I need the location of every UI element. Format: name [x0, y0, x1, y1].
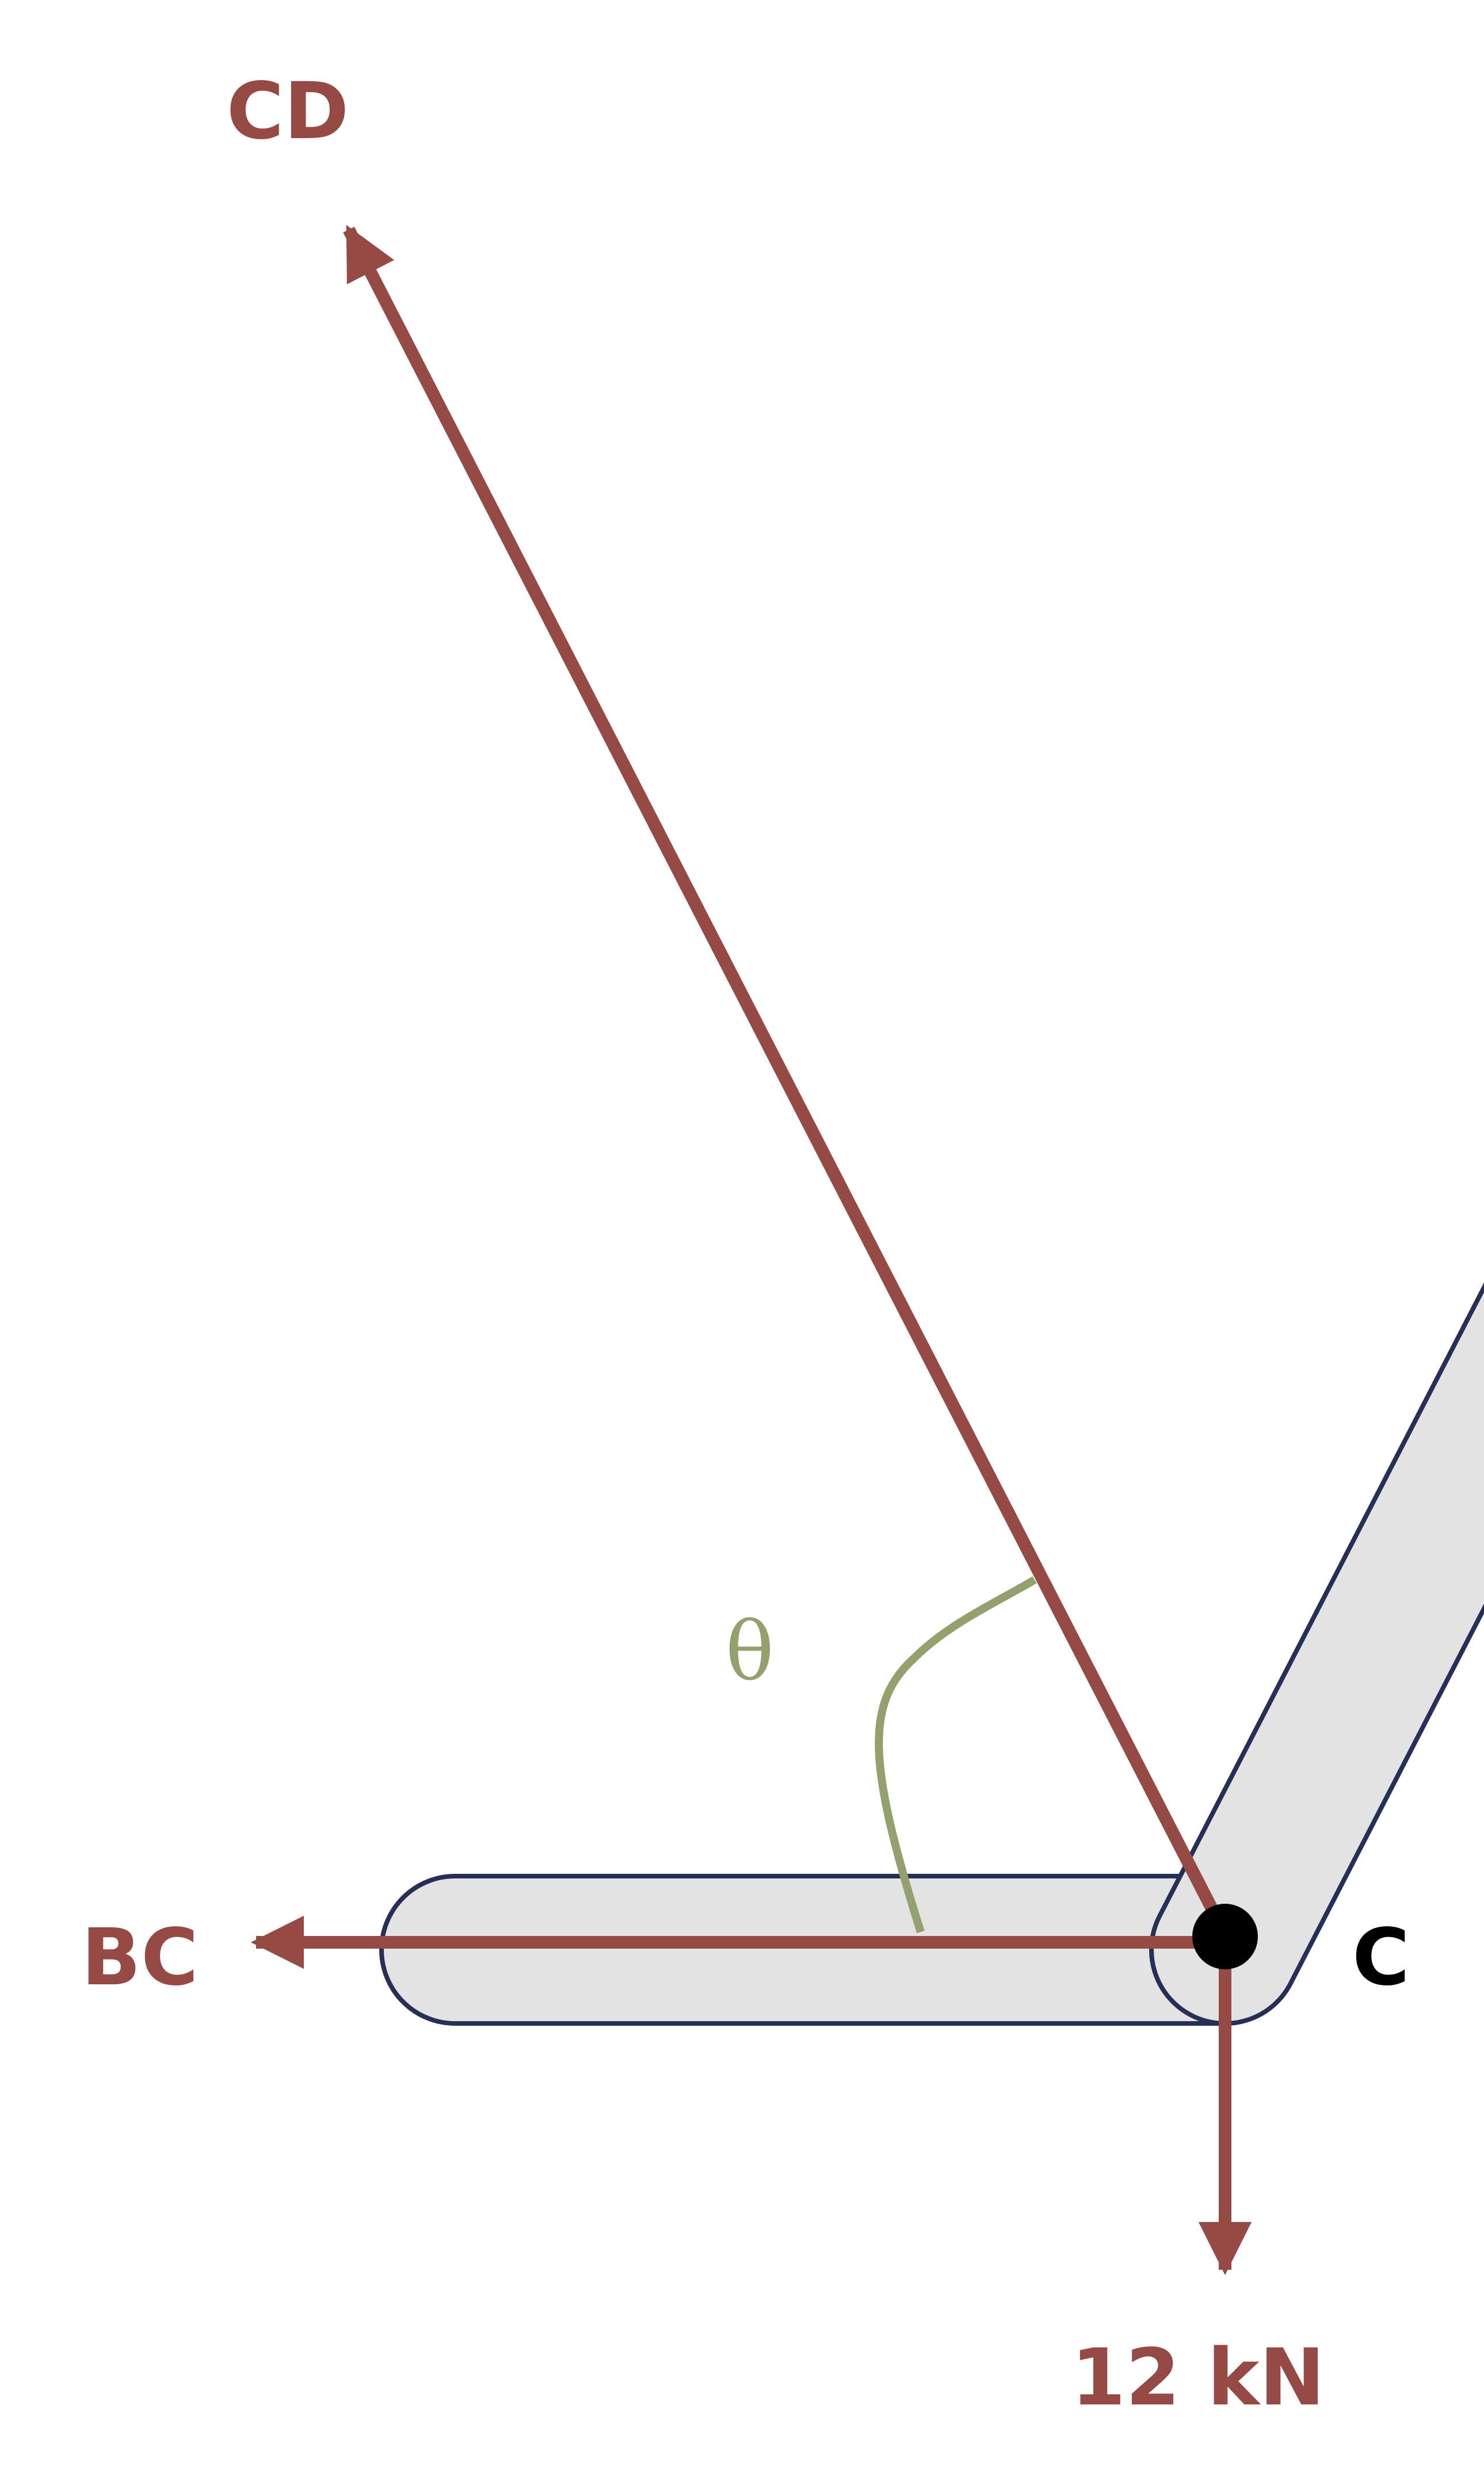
joint-c-point	[1192, 1904, 1258, 1969]
cd-force-label: CD	[227, 66, 349, 157]
angle-label: θ	[726, 1605, 774, 1699]
joint-c-label: C	[1352, 1912, 1410, 2003]
load-label: 12 kN	[1071, 2332, 1325, 2423]
angle-arc	[875, 1576, 1037, 1934]
force-cd-arrow	[343, 224, 1231, 1938]
member-cd	[1149, 1131, 1484, 2026]
bc-force-label: BC	[81, 1912, 198, 2003]
